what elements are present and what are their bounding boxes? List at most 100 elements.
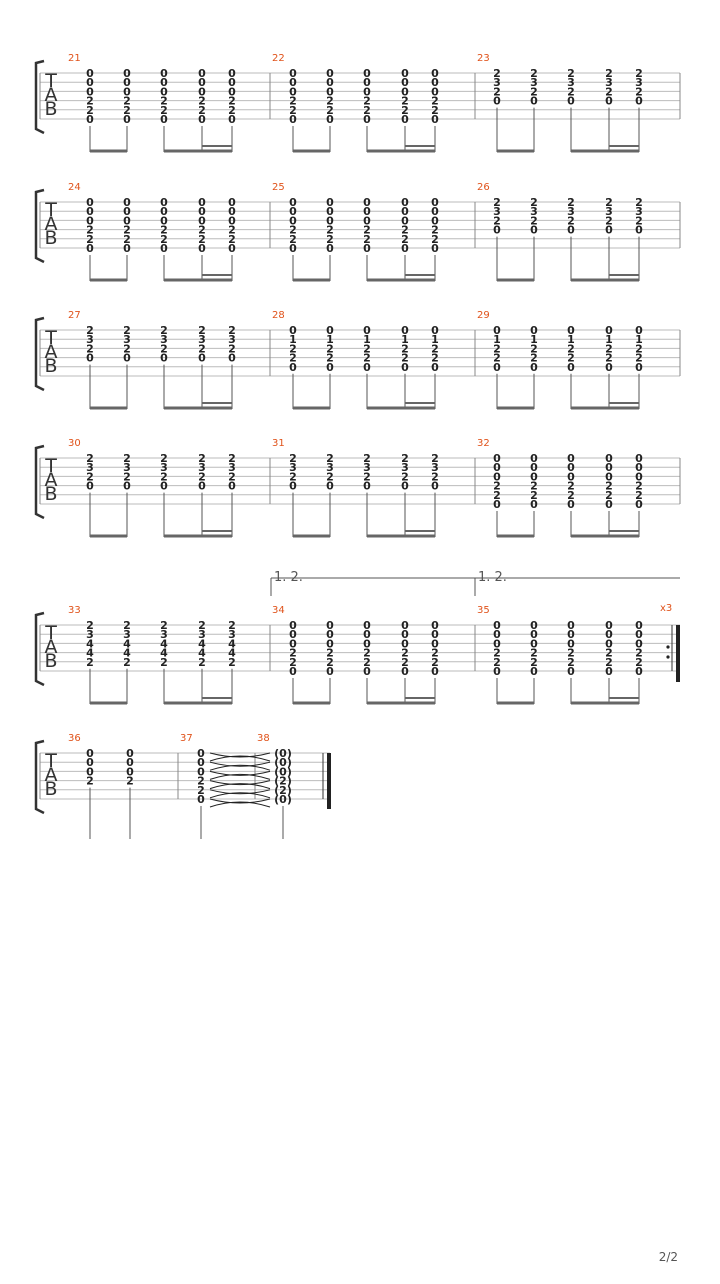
fret-number: 2	[567, 489, 575, 502]
fret-number: 0	[401, 637, 409, 650]
fret-number: 0	[493, 361, 501, 374]
fret-number: 2	[567, 656, 575, 669]
fret-number: 0	[530, 619, 538, 632]
fret-number: 0	[198, 196, 206, 209]
fret-number: 3	[160, 461, 168, 474]
fret-number: 2	[326, 95, 334, 108]
fret-number: 0	[197, 747, 205, 760]
fret-number: 2	[431, 95, 439, 108]
fret-number: 4	[228, 637, 236, 650]
fret-number: 3	[530, 205, 538, 218]
fret-number: 3	[635, 205, 643, 218]
fret-number: (0)	[274, 765, 292, 778]
fret-number: 0	[326, 76, 334, 89]
fret-number: 2	[86, 224, 94, 237]
fret-number: 0	[605, 619, 613, 632]
tie	[209, 764, 271, 771]
fret-number: 2	[198, 342, 206, 355]
fret-number: 2	[289, 104, 297, 117]
repeat-count: x3	[660, 603, 672, 614]
fret-number: 2	[198, 224, 206, 237]
fret-number: 2	[567, 85, 575, 98]
fret-number: 2	[160, 656, 168, 669]
fret-number: 0	[567, 224, 575, 237]
fret-number: 0	[363, 76, 371, 89]
tab-clef-letter: A	[45, 84, 58, 106]
system-bracket	[34, 188, 45, 264]
fret-number: 1	[605, 333, 613, 346]
measure-number: 33	[68, 605, 81, 616]
fret-number: 1	[493, 333, 501, 346]
fret-number: 2	[635, 85, 643, 98]
fret-number: 2	[326, 470, 334, 483]
fret-number: 0	[326, 619, 334, 632]
fret-number: 3	[567, 205, 575, 218]
fret-number: 0	[530, 498, 538, 511]
fret-number: 3	[493, 205, 501, 218]
fret-number: 2	[123, 342, 131, 355]
fret-number: 2	[326, 233, 334, 246]
fret-number: 2	[228, 342, 236, 355]
fret-number: 2	[567, 480, 575, 493]
fret-number: 2	[493, 352, 501, 365]
fret-number: 2	[605, 489, 613, 502]
fret-number: 2	[363, 647, 371, 660]
fret-number: 0	[431, 205, 439, 218]
fret-number: 3	[289, 461, 297, 474]
fret-number: 2	[228, 324, 236, 337]
fret-number: (0)	[274, 793, 292, 806]
fret-number: 0	[493, 628, 501, 641]
tie	[209, 798, 271, 804]
fret-number: 2	[289, 647, 297, 660]
tab-clef-letter: A	[45, 764, 58, 786]
fret-number: 0	[289, 324, 297, 337]
fret-number: 2	[228, 224, 236, 237]
fret-number: 0	[289, 214, 297, 227]
fret-number: 2	[326, 224, 334, 237]
fret-number: 2	[123, 95, 131, 108]
fret-number: 3	[86, 461, 94, 474]
fret-number: 0	[326, 242, 334, 255]
fret-number: 3	[86, 333, 94, 346]
fret-number: 0	[160, 242, 168, 255]
fret-number: 0	[289, 85, 297, 98]
fret-number: 0	[363, 637, 371, 650]
fret-number: 0	[493, 452, 501, 465]
fret-number: 0	[86, 242, 94, 255]
tab-clef-letter: T	[44, 199, 57, 221]
fret-number: 0	[401, 242, 409, 255]
fret-number: 2	[289, 470, 297, 483]
fret-number: 0	[567, 628, 575, 641]
fret-number: 0	[431, 480, 439, 493]
fret-number: 2	[160, 342, 168, 355]
fret-number: 0	[567, 637, 575, 650]
fret-number: 2	[160, 233, 168, 246]
tab-clef-letter: T	[44, 750, 57, 772]
fret-number: 2	[493, 342, 501, 355]
system-bracket	[34, 444, 45, 520]
fret-number: 3	[160, 628, 168, 641]
fret-number: 2	[126, 775, 134, 788]
tie	[209, 780, 271, 786]
fret-number: 0	[289, 628, 297, 641]
fret-number: 2	[605, 214, 613, 227]
fret-number: 3	[605, 76, 613, 89]
fret-number: 2	[198, 619, 206, 632]
fret-number: 0	[635, 361, 643, 374]
tab-clef-letter: A	[45, 341, 58, 363]
fret-number: 3	[401, 461, 409, 474]
fret-number: 0	[86, 67, 94, 80]
fret-number: 4	[86, 637, 94, 650]
fret-number: 0	[401, 67, 409, 80]
fret-number: 2	[567, 342, 575, 355]
fret-number: 2	[198, 324, 206, 337]
fret-number: 0	[363, 67, 371, 80]
fret-number: 0	[326, 113, 334, 126]
fret-number: 0	[431, 76, 439, 89]
fret-number: 2	[401, 656, 409, 669]
fret-number: 2	[431, 352, 439, 365]
fret-number: 0	[363, 196, 371, 209]
tab-clef-letter: B	[44, 355, 57, 377]
fret-number: 0	[123, 113, 131, 126]
fret-number: 2	[289, 233, 297, 246]
